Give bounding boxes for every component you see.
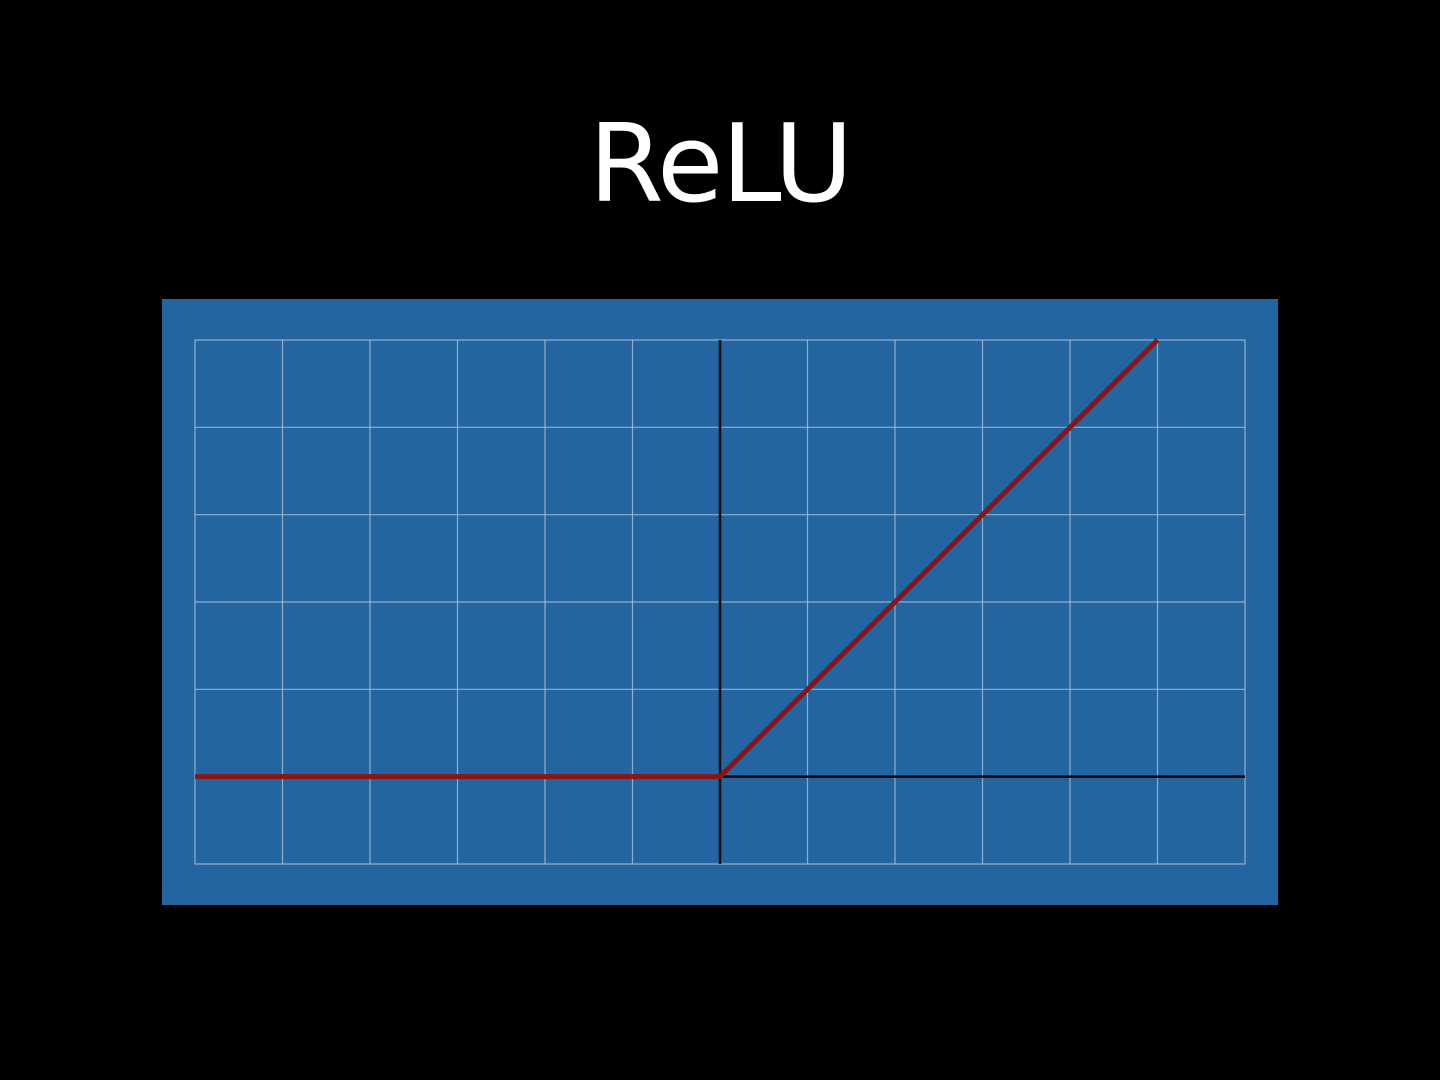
series <box>194 338 1160 780</box>
relu-series-line <box>195 338 1160 780</box>
chart-panel <box>162 299 1278 905</box>
relu-chart <box>194 338 1246 865</box>
slide-title: ReLU <box>588 102 853 227</box>
